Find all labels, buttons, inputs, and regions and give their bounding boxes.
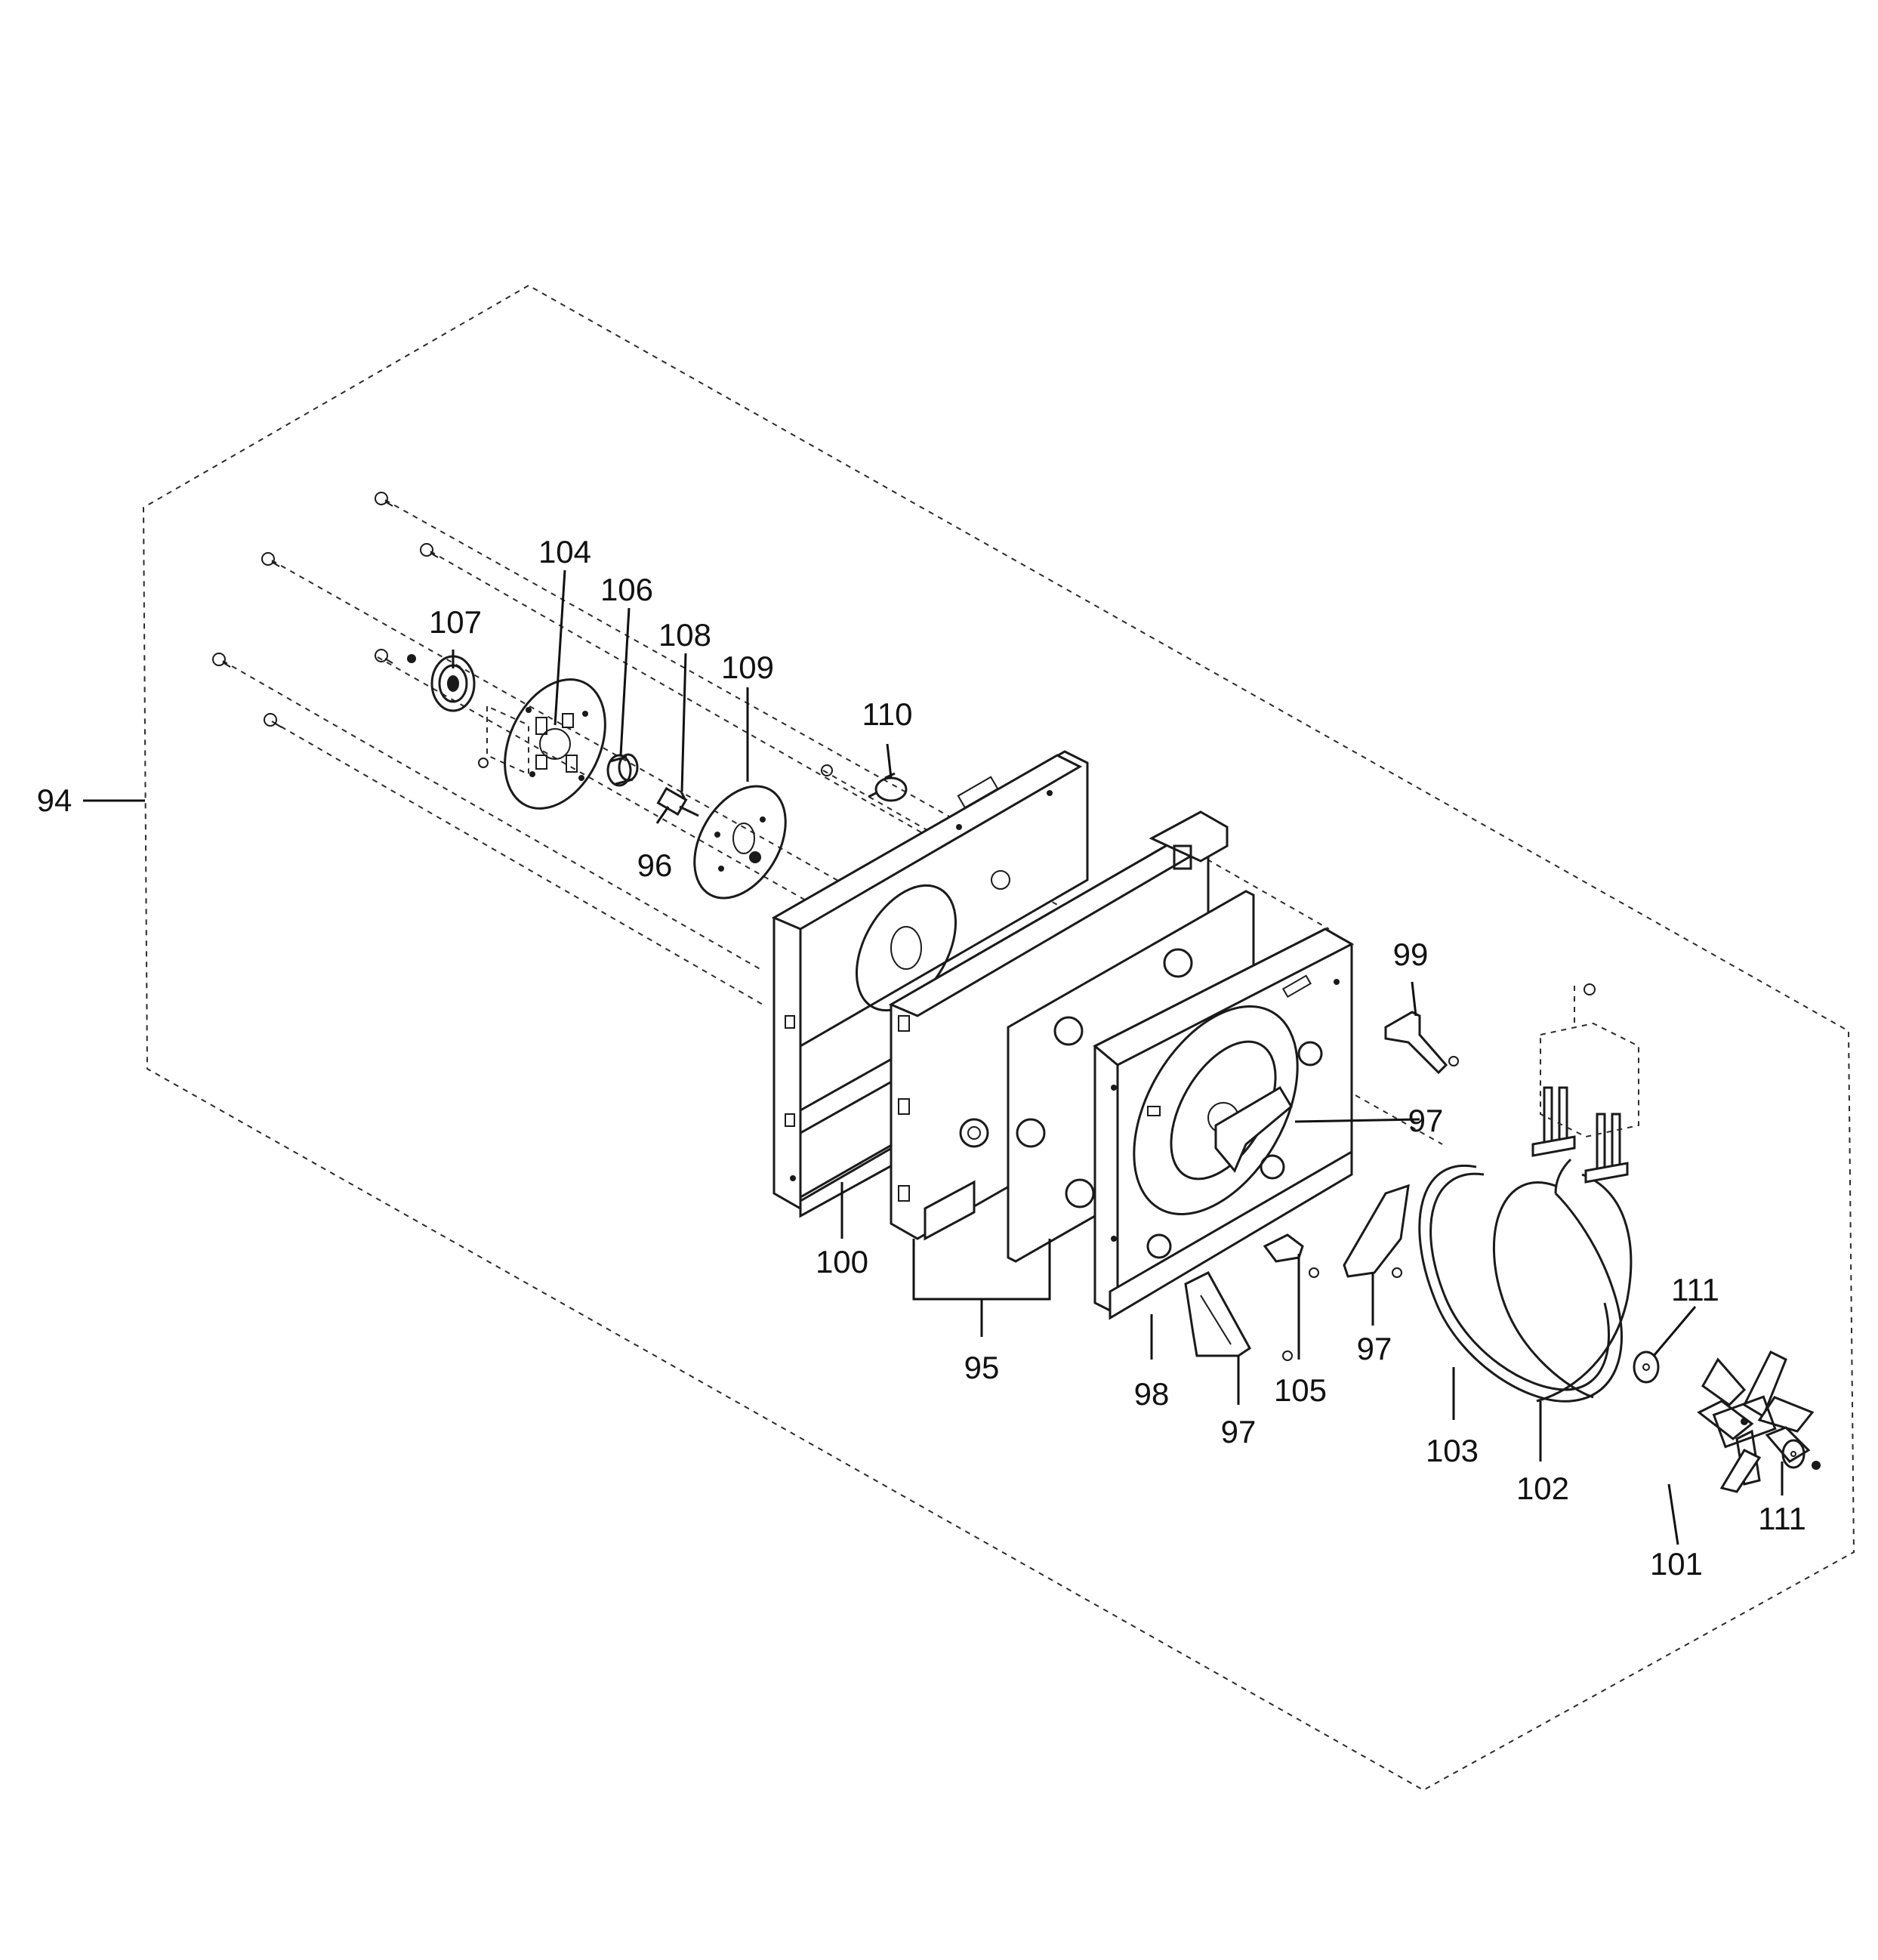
fan-blade-part: [1697, 1350, 1815, 1493]
callout-98: 98: [1134, 1376, 1170, 1412]
screw-icon: [1584, 983, 1596, 995]
mount-outline: [486, 705, 529, 776]
screw-icon: [261, 552, 280, 567]
callouts: 94 107 104 106 108 109 110 96 99 97 100 …: [37, 534, 1806, 1582]
screw-icon: [821, 764, 833, 776]
screw-icon: [375, 649, 393, 664]
screw-icon: [375, 492, 393, 507]
screw-icon: [478, 758, 489, 768]
callout-100: 100: [816, 1244, 868, 1279]
callout-107: 107: [429, 604, 482, 640]
screw-icon: [1282, 1350, 1293, 1361]
mounting-plate-part: [504, 678, 606, 810]
screw-icon: [1812, 1461, 1821, 1470]
terminal-box-outline: [1540, 1022, 1639, 1138]
heating-element-outer-part: [1418, 1158, 1623, 1403]
leader-lines: [83, 569, 1784, 1545]
front-frame-part: [1093, 928, 1355, 1320]
callout-94: 94: [37, 782, 72, 818]
callout-95: 95: [964, 1350, 1000, 1385]
screw-icon: [212, 653, 231, 668]
callout-110: 110: [862, 696, 913, 732]
callout-96: 96: [637, 847, 673, 883]
callout-101: 101: [1650, 1546, 1703, 1582]
screw-icon: [407, 654, 416, 663]
bracket-97-lower-part: [1184, 1271, 1251, 1357]
washer-part: [1633, 1350, 1660, 1384]
screw-icon: [420, 543, 439, 558]
callout-102: 102: [1516, 1471, 1569, 1506]
screw-icon: [1309, 1267, 1319, 1278]
assembly-boundary: [142, 284, 1855, 1792]
element-terminals: [1531, 1086, 1629, 1184]
bracket-97-right-part: [1343, 1184, 1410, 1278]
disc-part: [693, 785, 787, 900]
callout-97-upper: 97: [1408, 1103, 1444, 1138]
screw-icon: [1448, 1056, 1459, 1066]
bracket-99-part: [1384, 1011, 1448, 1075]
callout-111-upper: 111: [1671, 1272, 1719, 1307]
callout-109: 109: [721, 650, 774, 685]
callout-103: 103: [1426, 1433, 1479, 1468]
callout-97-right: 97: [1357, 1331, 1392, 1366]
callout-99: 99: [1393, 937, 1429, 972]
bushing-part: [606, 753, 639, 787]
callout-97-lower: 97: [1221, 1414, 1257, 1449]
callout-104: 104: [538, 534, 591, 569]
callout-106: 106: [600, 572, 653, 607]
heating-element-inner-part: [1493, 1173, 1633, 1403]
callout-105: 105: [1274, 1372, 1327, 1408]
callout-108: 108: [658, 617, 711, 653]
screw-icon: [264, 713, 282, 728]
callout-111-lower: 111: [1758, 1501, 1806, 1536]
screw-icon: [1392, 1267, 1402, 1278]
clip-part: [1263, 1233, 1304, 1263]
washer-part: [1781, 1439, 1806, 1469]
screws: [212, 492, 1821, 1470]
thermostat-part: [868, 772, 908, 802]
